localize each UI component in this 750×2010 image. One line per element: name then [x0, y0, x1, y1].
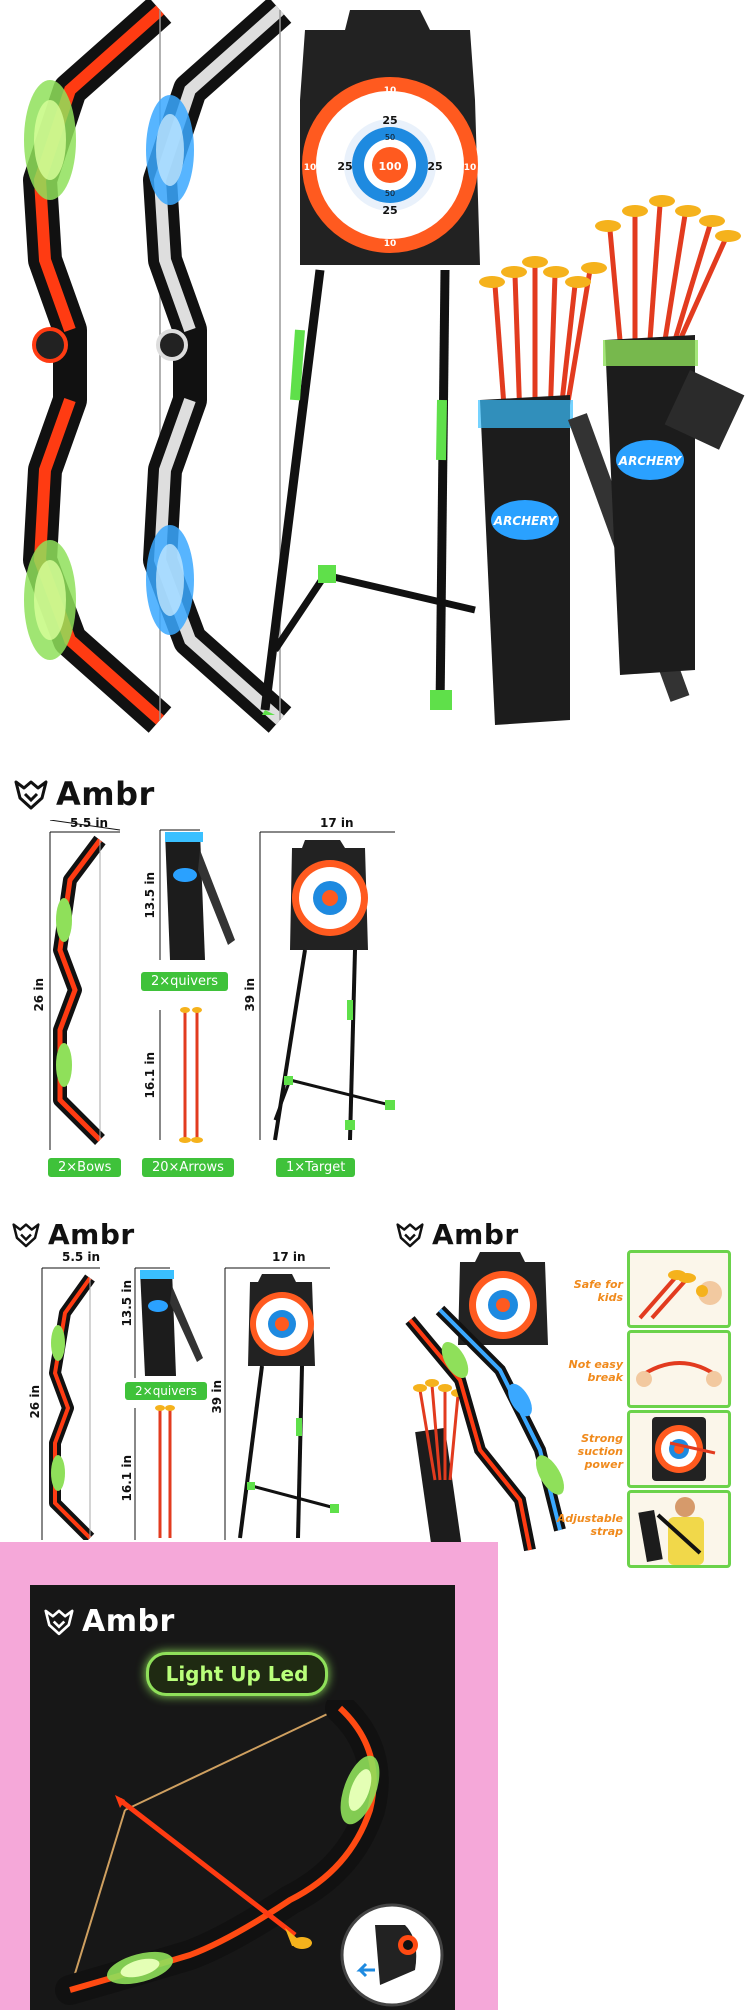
target-width-label: 17 in [320, 816, 354, 830]
led-banner-text: Light Up Led [165, 1662, 309, 1686]
quivers-count-label: 2×quivers [141, 972, 229, 991]
svg-text:50: 50 [385, 133, 395, 142]
feature-label-strap: Adjustable strap [557, 1512, 623, 1538]
target-height-label: 39 in [243, 978, 257, 1012]
child-wearing-quiver-icon [638, 1497, 704, 1565]
hero-product-image: 100 25 25 25 25 50 50 10 10 10 10 ARCHER… [23, 0, 745, 733]
bow-height-label: 26 in [28, 1385, 42, 1419]
feature-label-suction: Strong suction power [577, 1432, 623, 1471]
bent-arrow-icon [636, 1361, 722, 1387]
svg-text:25: 25 [427, 160, 442, 173]
svg-text:ARCHERY: ARCHERY [493, 514, 558, 528]
quivers-count-label: 2×quivers [125, 1382, 207, 1400]
target-height-label: 39 in [210, 1380, 224, 1414]
bow-width-label: 5.5 in [62, 1250, 101, 1264]
led-banner: Light Up Led [146, 1652, 328, 1696]
quiver-height-label: 13.5 in [120, 1280, 134, 1327]
wolf-logo-icon [396, 1223, 424, 1248]
feature-label-safe: Safe for kids [573, 1278, 623, 1304]
brand-name: Ambr [48, 1218, 135, 1251]
bow-height-label: 26 in [32, 978, 46, 1012]
arrow-left-icon [356, 1962, 375, 1978]
target-center-score: 100 [379, 160, 402, 173]
wolf-logo-icon [12, 1223, 40, 1248]
bows-count-label: 2×Bows [48, 1158, 122, 1177]
quiver-green: ARCHERY [595, 195, 745, 675]
svg-text:25: 25 [337, 160, 352, 173]
feature-thumbnail-suction [627, 1410, 731, 1488]
arrow-length-label: 16.1 in [120, 1455, 134, 1502]
feature-thumbnail-strap [627, 1490, 731, 1568]
svg-text:25: 25 [382, 114, 397, 127]
dimension-diagram-1 [49, 820, 395, 1150]
brand-name: Ambr [56, 775, 155, 813]
svg-text:10: 10 [464, 163, 477, 173]
brand-logo: Ambr [12, 1218, 135, 1251]
target-stand: 100 25 25 25 25 50 50 10 10 10 10 [260, 10, 480, 715]
feature-thumbnail-safe [627, 1250, 731, 1328]
bow-green-led [23, 0, 172, 733]
feature-thumbnail-durable [627, 1330, 731, 1408]
wolf-logo-icon [44, 1609, 74, 1636]
bow-blue-led [143, 0, 292, 733]
svg-text:10: 10 [384, 239, 397, 249]
svg-text:10: 10 [384, 86, 397, 96]
svg-text:ARCHERY: ARCHERY [618, 454, 683, 468]
target-count-label: 1×Target [276, 1158, 356, 1177]
brand-logo: Ambr [44, 1604, 175, 1639]
dimension-diagram-2 [41, 1267, 339, 1540]
feature-label-durable: Not easy break [568, 1358, 623, 1384]
svg-text:25: 25 [382, 204, 397, 217]
arrows-count-label: 20×Arrows [142, 1158, 234, 1177]
quiver-height-label: 13.5 in [143, 872, 157, 919]
led-bow-image [55, 1700, 444, 2007]
brand-logo: Ambr [396, 1218, 519, 1251]
brand-name: Ambr [432, 1218, 519, 1251]
wolf-logo-icon [14, 780, 48, 810]
features-product-image [405, 1252, 566, 1570]
target-hit-icon [652, 1417, 716, 1481]
svg-text:10: 10 [304, 163, 317, 173]
bow-width-label: 5.5 in [70, 816, 109, 830]
arrow-length-label: 16.1 in [143, 1052, 157, 1099]
target-width-label: 17 in [272, 1250, 306, 1264]
suction-arrow-icon [638, 1270, 722, 1320]
brand-name: Ambr [82, 1604, 175, 1639]
brand-logo: Ambr [14, 775, 155, 813]
svg-text:50: 50 [385, 189, 395, 198]
